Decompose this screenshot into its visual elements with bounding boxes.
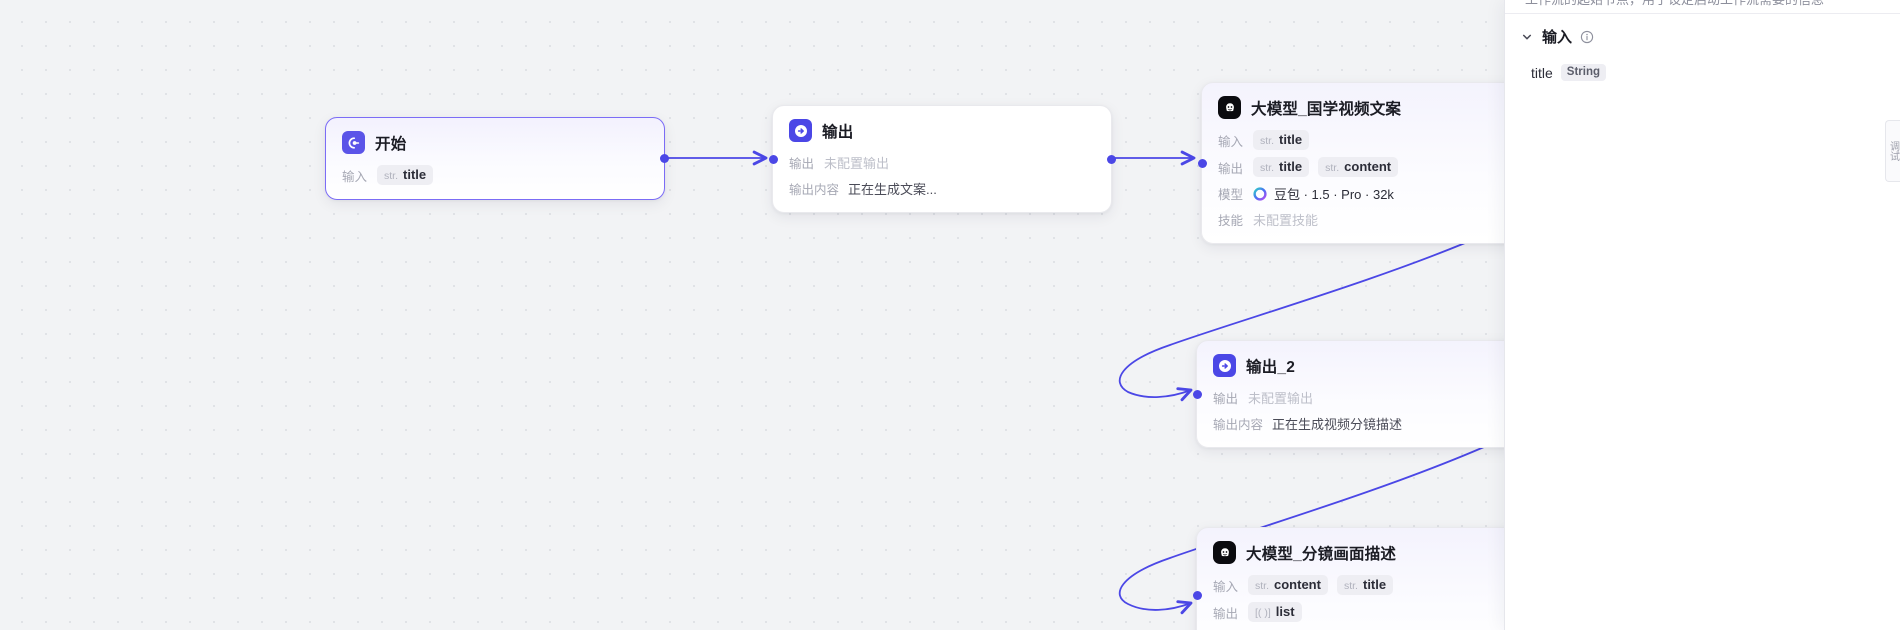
node-llm-guoxue[interactable]: 大模型_国学视频文案 输入 str. title 输出 str. title s… — [1197, 82, 1541, 244]
panel-description: 工作流的起始节点，用于设定启动工作流需要的信息 — [1525, 0, 1866, 9]
node-llm-fenjing[interactable]: 大模型_分镜画面描述 输入 str. content str. title 输出… — [1192, 527, 1536, 630]
input-port[interactable] — [1192, 590, 1202, 600]
section-title: 输入 — [1542, 29, 1573, 46]
node-row-output-content: 输出内容 正在生成文案... — [789, 179, 1095, 198]
row-label: 输出内容 — [1213, 418, 1264, 432]
start-icon — [342, 131, 365, 154]
debug-side-tab-label: 调试 — [1887, 141, 1899, 161]
io-chip[interactable]: str. content — [1248, 575, 1328, 595]
chip-type: str. — [1325, 162, 1340, 174]
info-icon[interactable] — [1580, 30, 1594, 44]
io-chip[interactable]: str. title — [377, 165, 434, 185]
node-header: 输出_2 — [1213, 354, 1519, 377]
row-label: 输入 — [1213, 579, 1239, 594]
chip-type: str. — [1343, 580, 1358, 592]
node-title: 大模型_国学视频文案 — [1251, 100, 1402, 118]
chip-name: list — [1275, 604, 1295, 619]
row-label: 输出 — [1218, 161, 1244, 176]
node-start[interactable]: 开始 输入 str. title — [325, 117, 669, 200]
field-name: title — [1531, 64, 1553, 81]
chip-name: title — [403, 167, 427, 182]
chevron-down-icon[interactable] — [1520, 30, 1534, 44]
input-port[interactable] — [1197, 158, 1207, 168]
panel-divider — [1505, 13, 1900, 14]
llm-icon — [1213, 541, 1236, 564]
io-chip[interactable]: str. title — [1253, 130, 1310, 150]
io-chip[interactable]: str. content — [1318, 157, 1399, 177]
row-label: 模型 — [1218, 188, 1244, 202]
io-chip[interactable]: [( )] list — [1248, 602, 1302, 622]
row-value: 未配置技能 — [1253, 213, 1319, 228]
chip-name: content — [1344, 159, 1392, 174]
node-title: 大模型_分镜画面描述 — [1246, 545, 1397, 563]
model-name: 豆包 · 1.5 · Pro · 32k — [1274, 187, 1394, 202]
chip-type: str. — [384, 170, 399, 182]
input-port[interactable] — [1192, 389, 1202, 399]
node-row-output-content: 输出内容 正在生成视频分镜描述 — [1213, 414, 1519, 433]
row-label: 输入 — [1218, 134, 1244, 149]
chip-name: title — [1362, 577, 1387, 592]
node-row-model: 模型 豆包 · 1.5 · Pro · 32k — [1218, 184, 1524, 203]
row-value: 未配置输出 — [824, 156, 890, 171]
row-label: 输出 — [789, 157, 815, 171]
row-value: 正在生成视频分镜描述 — [1272, 417, 1403, 432]
output-icon — [789, 119, 812, 142]
node-row-output: 输出 未配置输出 — [1213, 388, 1519, 407]
io-chip[interactable]: str. title — [1336, 575, 1394, 595]
output-port[interactable] — [659, 154, 669, 163]
io-chip[interactable]: str. title — [1253, 157, 1310, 177]
node-title: 开始 — [375, 135, 407, 153]
input-field-row[interactable]: title String — [1531, 64, 1607, 81]
node-detail-panel: 工作流的起始节点，用于设定启动工作流需要的信息 输入 title String — [1504, 0, 1900, 630]
row-label: 输出 — [1213, 392, 1239, 406]
row-value: 未配置输出 — [1248, 391, 1314, 406]
output-icon — [1213, 354, 1236, 377]
node-row-input: 输入 str. content str. title — [1213, 575, 1519, 595]
node-row-output: 输出 str. title str. content — [1218, 157, 1524, 177]
node-row-skill: 技能 未配置技能 — [1218, 210, 1524, 229]
output-port[interactable] — [1106, 154, 1116, 164]
row-label: 输入 — [342, 169, 368, 184]
node-row-output: 输出 [( )] list — [1213, 602, 1519, 622]
input-section-header[interactable]: 输入 — [1520, 26, 1594, 47]
debug-side-tab[interactable]: 调试 — [1885, 120, 1900, 182]
node-row-input: 输入 str. title — [1218, 130, 1524, 150]
node-header: 输出 — [789, 119, 1095, 142]
chip-name: title — [1279, 159, 1303, 174]
row-label: 输出 — [1213, 606, 1239, 621]
chip-type: str. — [1255, 580, 1270, 592]
chip-type: [( )] — [1255, 607, 1271, 619]
node-header: 开始 — [342, 131, 648, 154]
node-title: 输出 — [822, 123, 854, 141]
row-label: 技能 — [1218, 214, 1244, 228]
node-title: 输出_2 — [1246, 358, 1296, 376]
field-type-badge: String — [1560, 64, 1607, 81]
chip-type: str. — [1260, 135, 1275, 147]
node-header: 大模型_分镜画面描述 — [1213, 541, 1519, 564]
doubao-icon — [1253, 186, 1267, 201]
node-row-output: 输出 未配置输出 — [789, 153, 1095, 172]
node-header: 大模型_国学视频文案 — [1218, 96, 1524, 119]
llm-icon — [1218, 96, 1241, 119]
model-line: 豆包 · 1.5 · Pro · 32k — [1253, 184, 1394, 203]
chip-name: content — [1274, 577, 1321, 592]
node-output[interactable]: 输出 输出 未配置输出 输出内容 正在生成文案... — [768, 105, 1116, 213]
row-value: 正在生成文案... — [848, 182, 937, 197]
node-row-input: 输入 str. title — [342, 165, 648, 185]
node-output-2[interactable]: 输出_2 输出 未配置输出 输出内容 正在生成视频分镜描述 — [1192, 340, 1536, 448]
input-port[interactable] — [768, 154, 778, 164]
chip-name: title — [1279, 132, 1303, 147]
row-label: 输出内容 — [789, 183, 840, 197]
chip-type: str. — [1260, 162, 1275, 174]
